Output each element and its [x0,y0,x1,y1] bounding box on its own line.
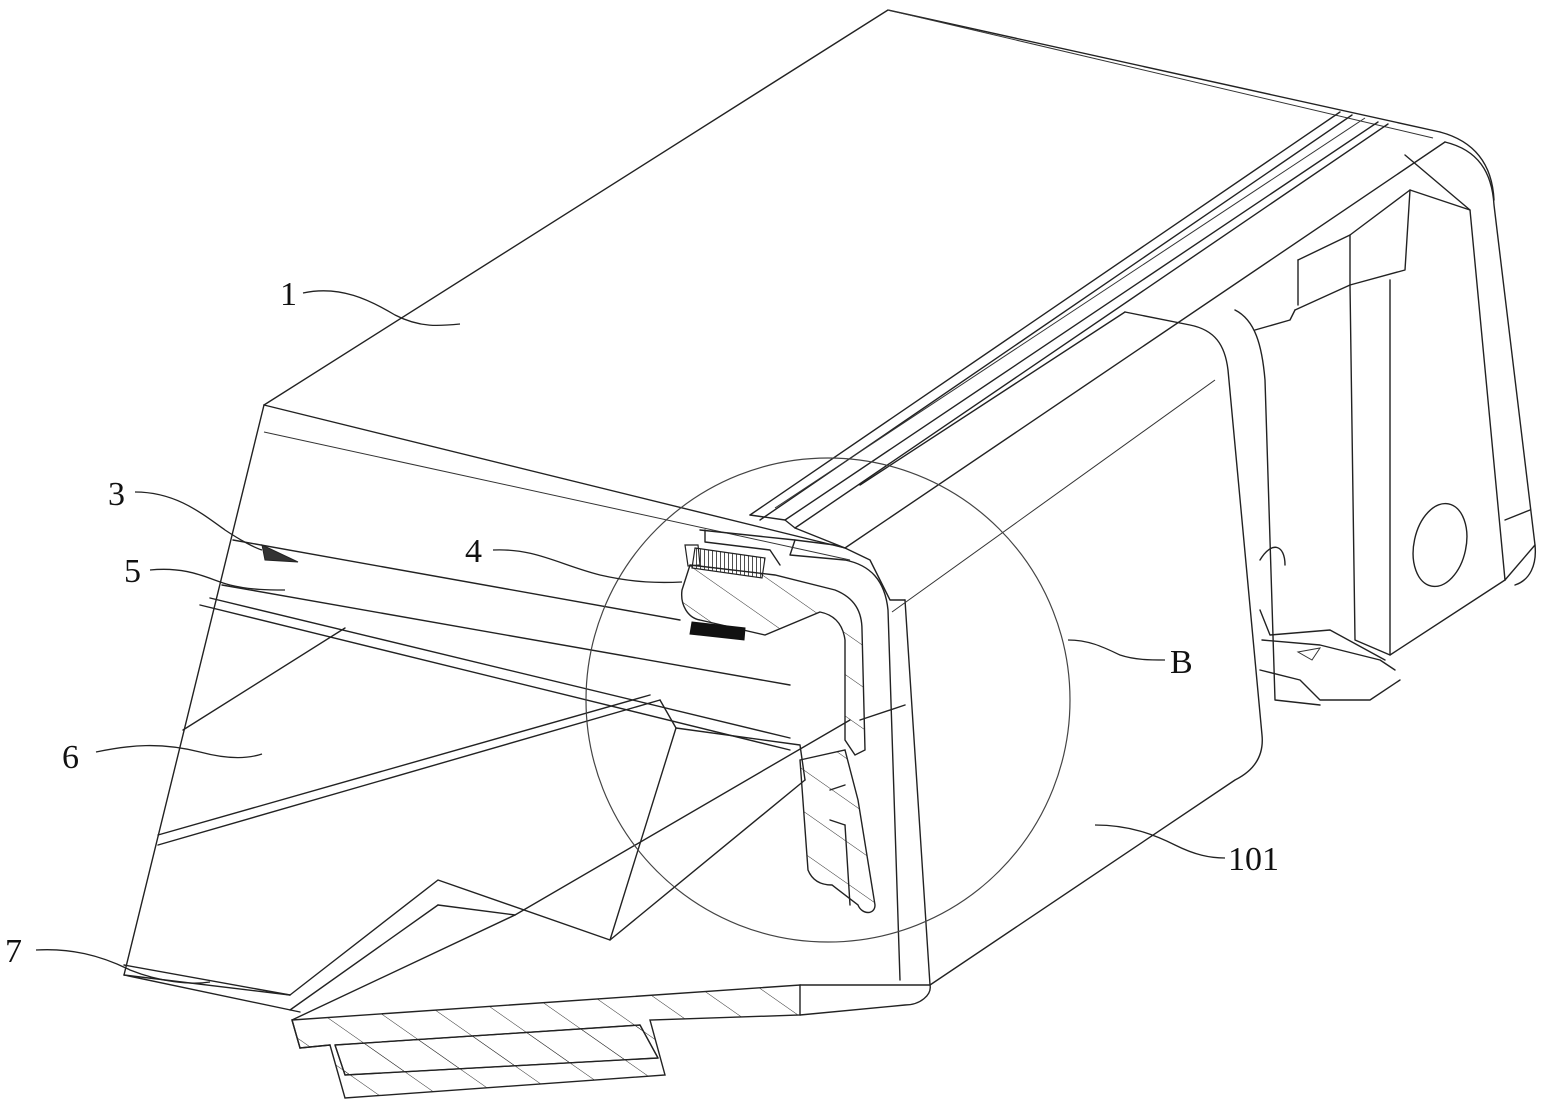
label-part-3: 3 [108,476,125,513]
detail-circle-b [585,457,1071,943]
label-part-7: 7 [5,933,22,970]
front-end-profile [123,404,851,1049]
label-part-4: 4 [465,533,482,570]
housing-top-face [263,9,1495,549]
leader-lines [35,290,1226,984]
reference-labels: 1 3 5 4 6 7 B 101 [5,276,1279,970]
label-part-101: 101 [1228,841,1279,878]
top-grooves [749,111,1446,549]
label-part-5: 5 [124,553,141,590]
label-part-1: 1 [280,276,297,313]
label-part-6: 6 [62,739,79,776]
label-detail-b: B [1170,644,1193,681]
bottom-base [291,984,931,1099]
right-end-structure [1234,141,1537,706]
part-3-arrow [261,544,299,563]
clip-section [681,529,906,981]
